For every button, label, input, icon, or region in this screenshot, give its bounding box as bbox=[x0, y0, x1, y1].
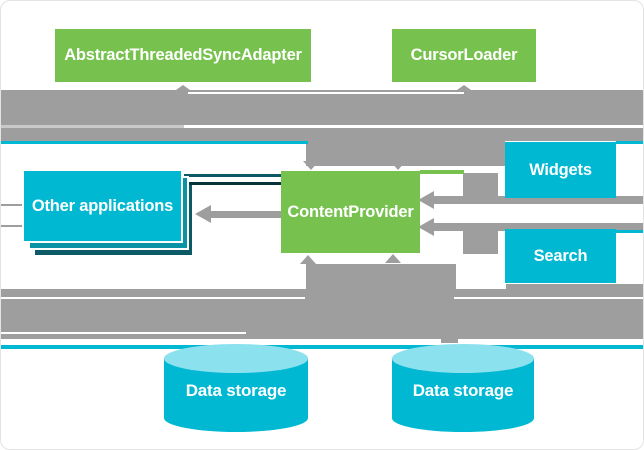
cyan-smear-widgets-right bbox=[616, 141, 643, 144]
white-gap-line bbox=[184, 125, 643, 128]
arrow-band-top-upper bbox=[1, 90, 643, 125]
arrowhead-down-provider-left-icon bbox=[303, 161, 319, 170]
node-data-storage-left: Data storage bbox=[164, 344, 308, 432]
arrowhead-left-other-apps-icon bbox=[195, 205, 211, 223]
white-separator-bottom-left bbox=[1, 297, 305, 299]
smear-line-left-upper bbox=[1, 204, 24, 206]
arrowhead-up-cursorloader-icon bbox=[457, 85, 471, 90]
node-search: Search bbox=[505, 229, 616, 283]
white-separator-top bbox=[188, 92, 464, 94]
node-data-storage-right: Data storage bbox=[392, 344, 534, 432]
arrow-band-top-lower bbox=[1, 128, 643, 141]
node-label: ContentProvider bbox=[287, 202, 414, 221]
arrowhead-left-widgets-icon bbox=[418, 191, 434, 209]
cyan-smear-storage bbox=[1, 345, 643, 349]
green-smear-contentprovider bbox=[420, 170, 464, 174]
gray-gap-line bbox=[1, 125, 184, 128]
arrowhead-up-storage-left-icon bbox=[300, 255, 316, 264]
arrow-shaft-search bbox=[429, 223, 643, 231]
arrow-shaft-other-apps bbox=[209, 211, 281, 218]
smear-line-left-lower bbox=[1, 225, 24, 227]
arrow-elbow-widgets bbox=[463, 173, 498, 197]
cyan-smear-widgets-left bbox=[1, 141, 308, 144]
teal-smear-stack-upper bbox=[184, 174, 281, 177]
arrow-elbow-search bbox=[463, 231, 498, 254]
arrow-shaft-widgets bbox=[429, 196, 643, 204]
arrowhead-left-search-icon bbox=[418, 218, 434, 236]
white-separator-bottom-right bbox=[454, 297, 643, 299]
node-widgets: Widgets bbox=[505, 142, 616, 198]
arrow-patch-below-search bbox=[506, 284, 643, 289]
node-abstract-threaded-sync-adapter: AbstractThreadedSyncAdapter bbox=[55, 29, 311, 82]
arrowhead-down-provider-right-icon bbox=[390, 161, 406, 170]
node-content-provider: ContentProvider bbox=[281, 171, 420, 253]
node-label: Data storage bbox=[185, 381, 287, 400]
cyan-smear-search-right bbox=[616, 230, 643, 233]
teal-smear-stack-lower bbox=[184, 182, 281, 185]
cylinder-top bbox=[392, 344, 534, 373]
arrow-connector-storage-right bbox=[441, 338, 458, 343]
cylinder-top bbox=[164, 344, 308, 373]
arrowhead-up-syncadapter-icon bbox=[176, 85, 190, 90]
arrow-block-bottom-center bbox=[306, 264, 456, 289]
node-label: Search bbox=[533, 246, 588, 265]
node-label: Data storage bbox=[412, 381, 514, 400]
white-separator-bottom-edge bbox=[1, 332, 246, 334]
node-label: AbstractThreadedSyncAdapter bbox=[64, 46, 302, 64]
node-cursor-loader: CursorLoader bbox=[392, 29, 536, 82]
node-label: CursorLoader bbox=[410, 46, 518, 64]
arrowhead-up-storage-right-icon bbox=[385, 254, 401, 263]
node-other-applications: Other applications bbox=[24, 171, 181, 241]
node-label: Widgets bbox=[529, 160, 592, 179]
node-label: Other applications bbox=[31, 196, 174, 215]
